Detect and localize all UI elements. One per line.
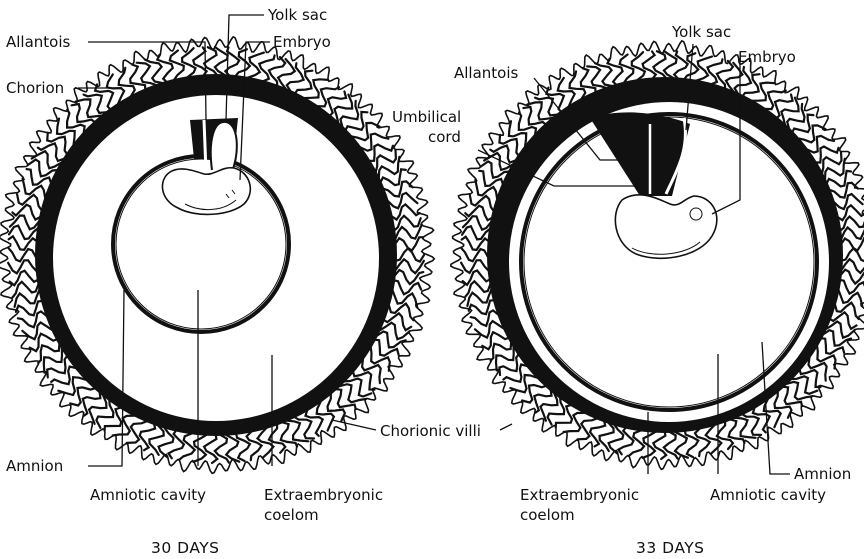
left-label-amniotic-cavity: Amniotic cavity xyxy=(90,486,206,504)
left-caption: 30 DAYS xyxy=(151,539,220,557)
left-label-extraembryonic-coelom-1: Extraembryonic xyxy=(264,486,383,504)
left-panel xyxy=(0,37,434,474)
right-label-embryo: Embryo xyxy=(738,48,796,66)
right-label-amnion: Amnion xyxy=(794,465,851,483)
left-label-chorion: Chorion xyxy=(6,79,64,97)
left-allantois xyxy=(204,120,206,172)
left-label-embryo: Embryo xyxy=(273,33,331,51)
right-label-yolk-sac: Yolk sac xyxy=(671,23,731,41)
right-panel xyxy=(451,41,864,470)
right-label-allantois: Allantois xyxy=(454,64,519,82)
left-embryo xyxy=(162,168,250,215)
left-label-allantois: Allantois xyxy=(6,33,71,51)
right-label-extraembryonic-coelom-2: coelom xyxy=(520,506,575,524)
right-label-extraembryonic-coelom-1: Extraembryonic xyxy=(520,486,639,504)
left-label-yolk-sac: Yolk sac xyxy=(267,6,327,24)
left-label-amnion: Amnion xyxy=(6,457,63,475)
right-label-amniotic-cavity: Amniotic cavity xyxy=(710,486,826,504)
left-yolk-sac xyxy=(211,122,237,172)
right-caption: 33 DAYS xyxy=(636,539,705,557)
left-label-chorionic-villi: Chorionic villi xyxy=(380,422,481,440)
right-label-umbilical-1: Umbilical xyxy=(392,108,461,126)
left-label-extraembryonic-coelom-2: coelom xyxy=(264,506,319,524)
right-label-umbilical-2: cord xyxy=(428,128,461,146)
